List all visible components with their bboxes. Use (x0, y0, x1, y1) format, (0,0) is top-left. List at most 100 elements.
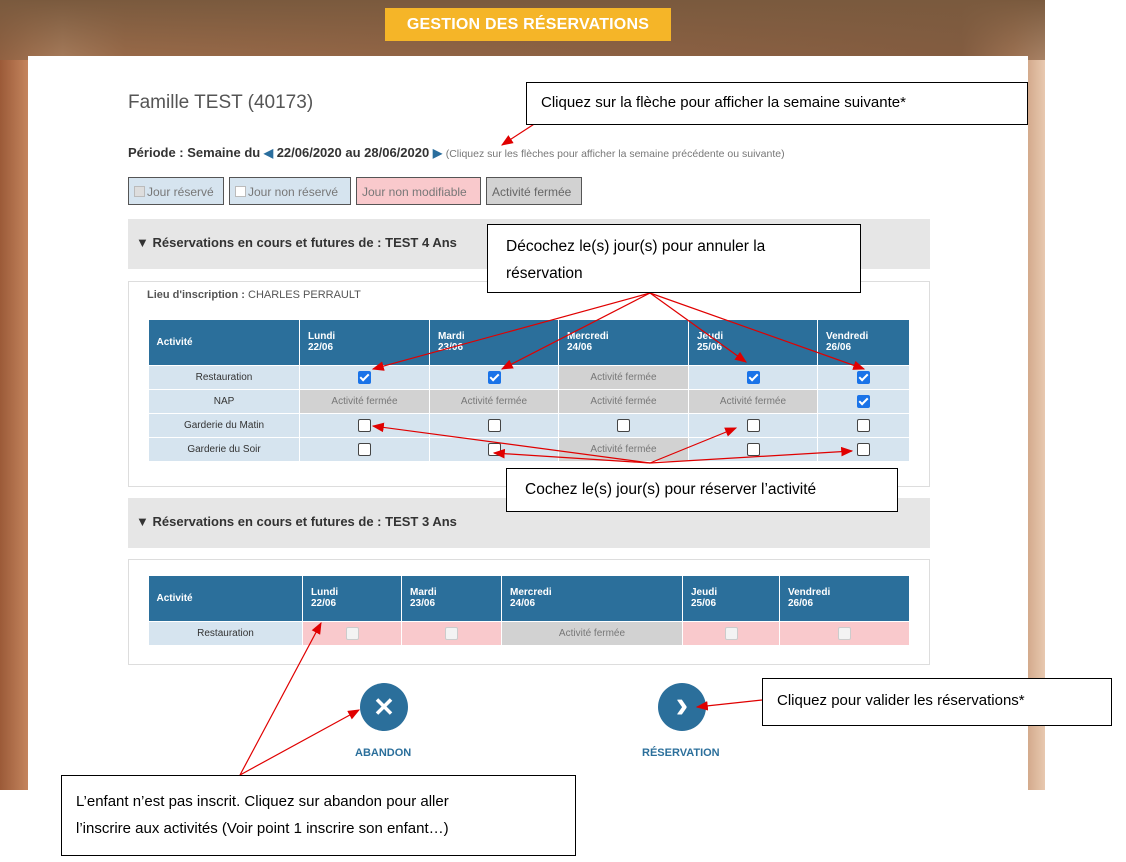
column-date: 24/06 (567, 342, 593, 354)
checked-checkbox[interactable] (746, 370, 760, 384)
column-day: Activité (156, 336, 193, 348)
unchecked-checkbox[interactable] (857, 418, 870, 432)
legend-reserved-label: Jour réservé (147, 185, 214, 199)
day-cell (817, 436, 910, 462)
day-cell (558, 412, 689, 438)
legend-not-reserved: Jour non réservé (229, 177, 351, 205)
section-title: Réservations en cours et futures de : TE… (152, 514, 457, 529)
unchecked-checkbox (445, 626, 458, 640)
day-cell (682, 620, 780, 646)
unchecked-checkbox (345, 626, 359, 640)
legend-reserved: Jour réservé (128, 177, 224, 205)
column-day: Mardi (410, 587, 437, 599)
column-date: 24/06 (510, 598, 536, 610)
period-line: Période : Semaine du ◀ 22/06/2020 au 28/… (128, 145, 785, 160)
lieu-line: Lieu d'inscription : CHARLES PERRAULT (147, 289, 361, 301)
legend-checkbox-icon (235, 186, 246, 197)
unchecked-checkbox[interactable] (487, 418, 501, 432)
prev-week-arrow-icon[interactable]: ◀ (263, 146, 274, 160)
chevron-right-icon: › (675, 684, 689, 726)
column-date: 25/06 (697, 342, 723, 354)
page-title: GESTION DES RÉSERVATIONS (385, 8, 671, 41)
column-date: 22/06 (308, 342, 334, 354)
collapse-triangle-icon: ▼ (136, 235, 149, 250)
callout-uncheck: Décochez le(s) jour(s) pour annuler la r… (487, 224, 861, 293)
column-date: 23/06 (410, 598, 436, 610)
abandon-button[interactable]: ✕ (360, 683, 408, 731)
closed-cell: Activité fermée (501, 620, 683, 646)
period-note: (Cliquez sur les flèches pour afficher l… (445, 148, 785, 160)
family-name: Famille TEST (40173) (128, 92, 314, 113)
column-day: Mardi (438, 331, 465, 343)
section-title: Réservations en cours et futures de : TE… (152, 235, 457, 250)
period-range: 22/06/2020 au 28/06/2020 (276, 145, 430, 160)
closed-cell: Activité fermée (429, 388, 559, 414)
closed-cell: Activité fermée (299, 388, 430, 414)
lieu-label: Lieu d'inscription : (147, 289, 245, 301)
column-date: 22/06 (311, 598, 337, 610)
checked-checkbox[interactable] (487, 370, 501, 384)
callout-not-enrolled-line2: l’inscrire aux activités (Voir point 1 i… (76, 820, 449, 837)
day-cell (429, 364, 559, 390)
column-date: 26/06 (826, 342, 852, 354)
column-date: 25/06 (691, 598, 717, 610)
activity-label: Restauration (148, 620, 303, 646)
callout-uncheck-line1: Décochez le(s) jour(s) pour annuler la (506, 238, 766, 255)
unchecked-checkbox[interactable] (746, 442, 760, 456)
next-week-arrow-icon[interactable]: ▶ (432, 146, 443, 160)
column-day: Jeudi (691, 587, 718, 599)
period-label: Période : Semaine du (128, 145, 261, 160)
day-cell (401, 620, 502, 646)
column-day: Vendredi (826, 331, 869, 343)
day-cell (779, 620, 910, 646)
unchecked-checkbox[interactable] (746, 418, 760, 432)
column-header: Activité (148, 576, 303, 621)
day-cell (817, 412, 910, 438)
unchecked-checkbox[interactable] (617, 418, 630, 432)
reservation-button[interactable]: › (658, 683, 706, 731)
reservation-label[interactable]: RÉSERVATION (642, 747, 720, 759)
column-day: Mercredi (567, 331, 609, 343)
callout-next-week: Cliquez sur la flèche pour afficher la s… (526, 82, 1028, 125)
column-day: Mercredi (510, 587, 552, 599)
unchecked-checkbox[interactable] (358, 442, 371, 456)
unchecked-checkbox (838, 626, 851, 640)
collapse-triangle-icon: ▼ (136, 514, 149, 529)
legend-not-modifiable: Jour non modifiable (356, 177, 481, 205)
activity-label: Restauration (148, 364, 300, 390)
checked-checkbox[interactable] (857, 370, 870, 384)
callout-uncheck-line2: réservation (506, 265, 583, 282)
callout-validate: Cliquez pour valider les réservations* (762, 678, 1112, 726)
callout-check: Cochez le(s) jour(s) pour réserver l’act… (506, 468, 898, 512)
callout-not-enrolled-line1: L’enfant n’est pas inscrit. Cliquez sur … (76, 793, 449, 810)
lieu-value: CHARLES PERRAULT (248, 289, 361, 301)
table-row: Restauration Activité fermée (148, 620, 910, 646)
day-cell (688, 412, 818, 438)
unchecked-checkbox[interactable] (358, 418, 371, 432)
close-icon: ✕ (373, 692, 395, 722)
day-cell (817, 388, 910, 414)
unchecked-checkbox[interactable] (857, 442, 870, 456)
callout-not-enrolled: L’enfant n’est pas inscrit. Cliquez sur … (61, 775, 576, 856)
checked-checkbox[interactable] (358, 370, 371, 384)
abandon-label[interactable]: ABANDON (355, 747, 412, 759)
unchecked-checkbox (724, 626, 738, 640)
checked-checkbox[interactable] (857, 394, 870, 408)
legend-not-reserved-label: Jour non réservé (248, 185, 339, 199)
column-header: Activité (148, 320, 300, 365)
closed-cell: Activité fermée (558, 436, 689, 462)
day-cell (299, 364, 430, 390)
